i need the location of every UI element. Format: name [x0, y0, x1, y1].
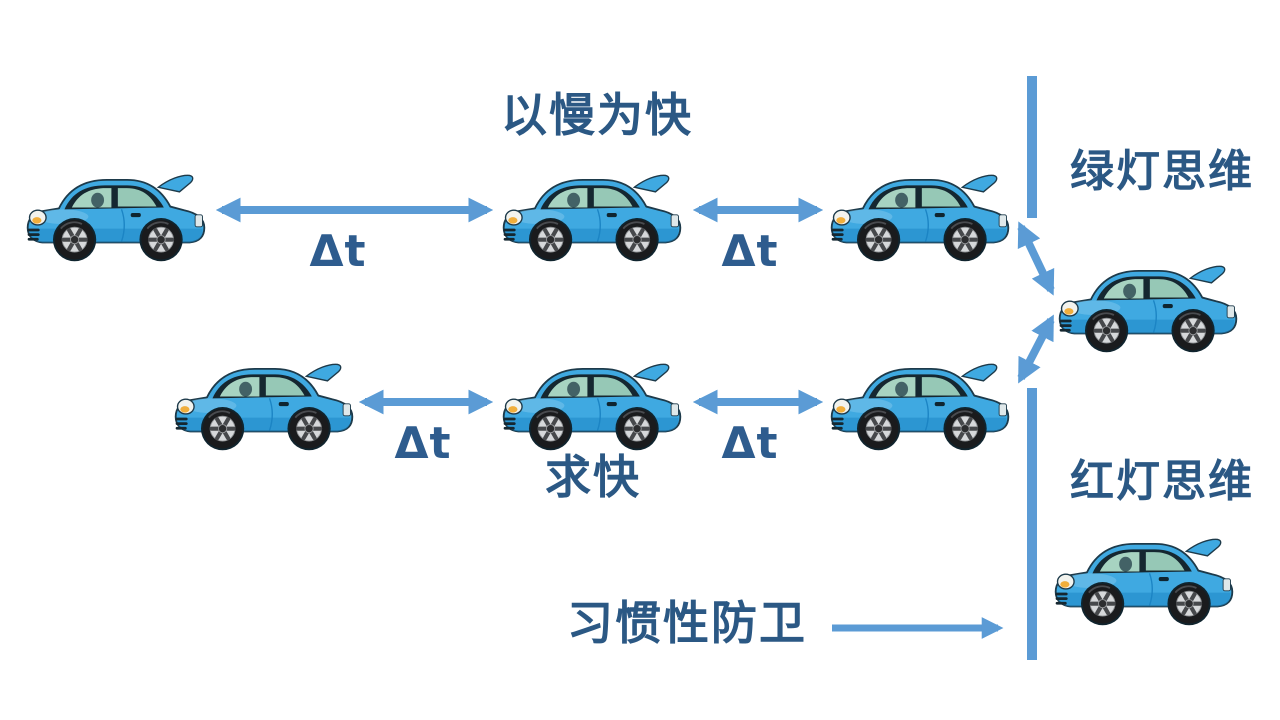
- car-icon: [1056, 539, 1233, 625]
- car-icon: [1060, 266, 1237, 352]
- merge-arrow-from-bottom: [1017, 314, 1055, 384]
- car-icon: [28, 175, 205, 261]
- green-light-label: 绿灯思维: [1070, 146, 1254, 197]
- car-icon: [832, 364, 1009, 450]
- bottom-row-car-2: [500, 353, 684, 451]
- car-icon: [176, 364, 353, 450]
- bottom-row-title: 求快: [545, 450, 641, 504]
- delta-t-label-bottom-2: Δt: [721, 418, 779, 469]
- habitual-defense-label: 习惯性防卫: [567, 596, 807, 650]
- delta-t-label-top-2: Δt: [721, 226, 779, 277]
- delta-t-label-bottom-1: Δt: [394, 418, 452, 469]
- merge-arrow-from-top: [1017, 221, 1055, 296]
- car-icon: [504, 364, 681, 450]
- red-light-label: 红灯思维: [1070, 456, 1254, 507]
- car-icon: [832, 175, 1009, 261]
- top-row-car-3: [828, 164, 1012, 262]
- top-row-car-2: [500, 164, 684, 262]
- top-row-title: 以慢为快: [501, 88, 693, 142]
- bottom-row-car-1: [172, 353, 356, 451]
- divider-line-top: [1027, 76, 1037, 218]
- top-row-car-1: [24, 164, 208, 262]
- bottom-row-car-3: [828, 353, 1012, 451]
- car-icon: [504, 175, 681, 261]
- red-light-car: [1052, 528, 1236, 626]
- merge-result-car: [1056, 255, 1240, 353]
- divider-line-bottom: [1027, 388, 1037, 660]
- delta-t-label-top-1: Δt: [309, 226, 367, 277]
